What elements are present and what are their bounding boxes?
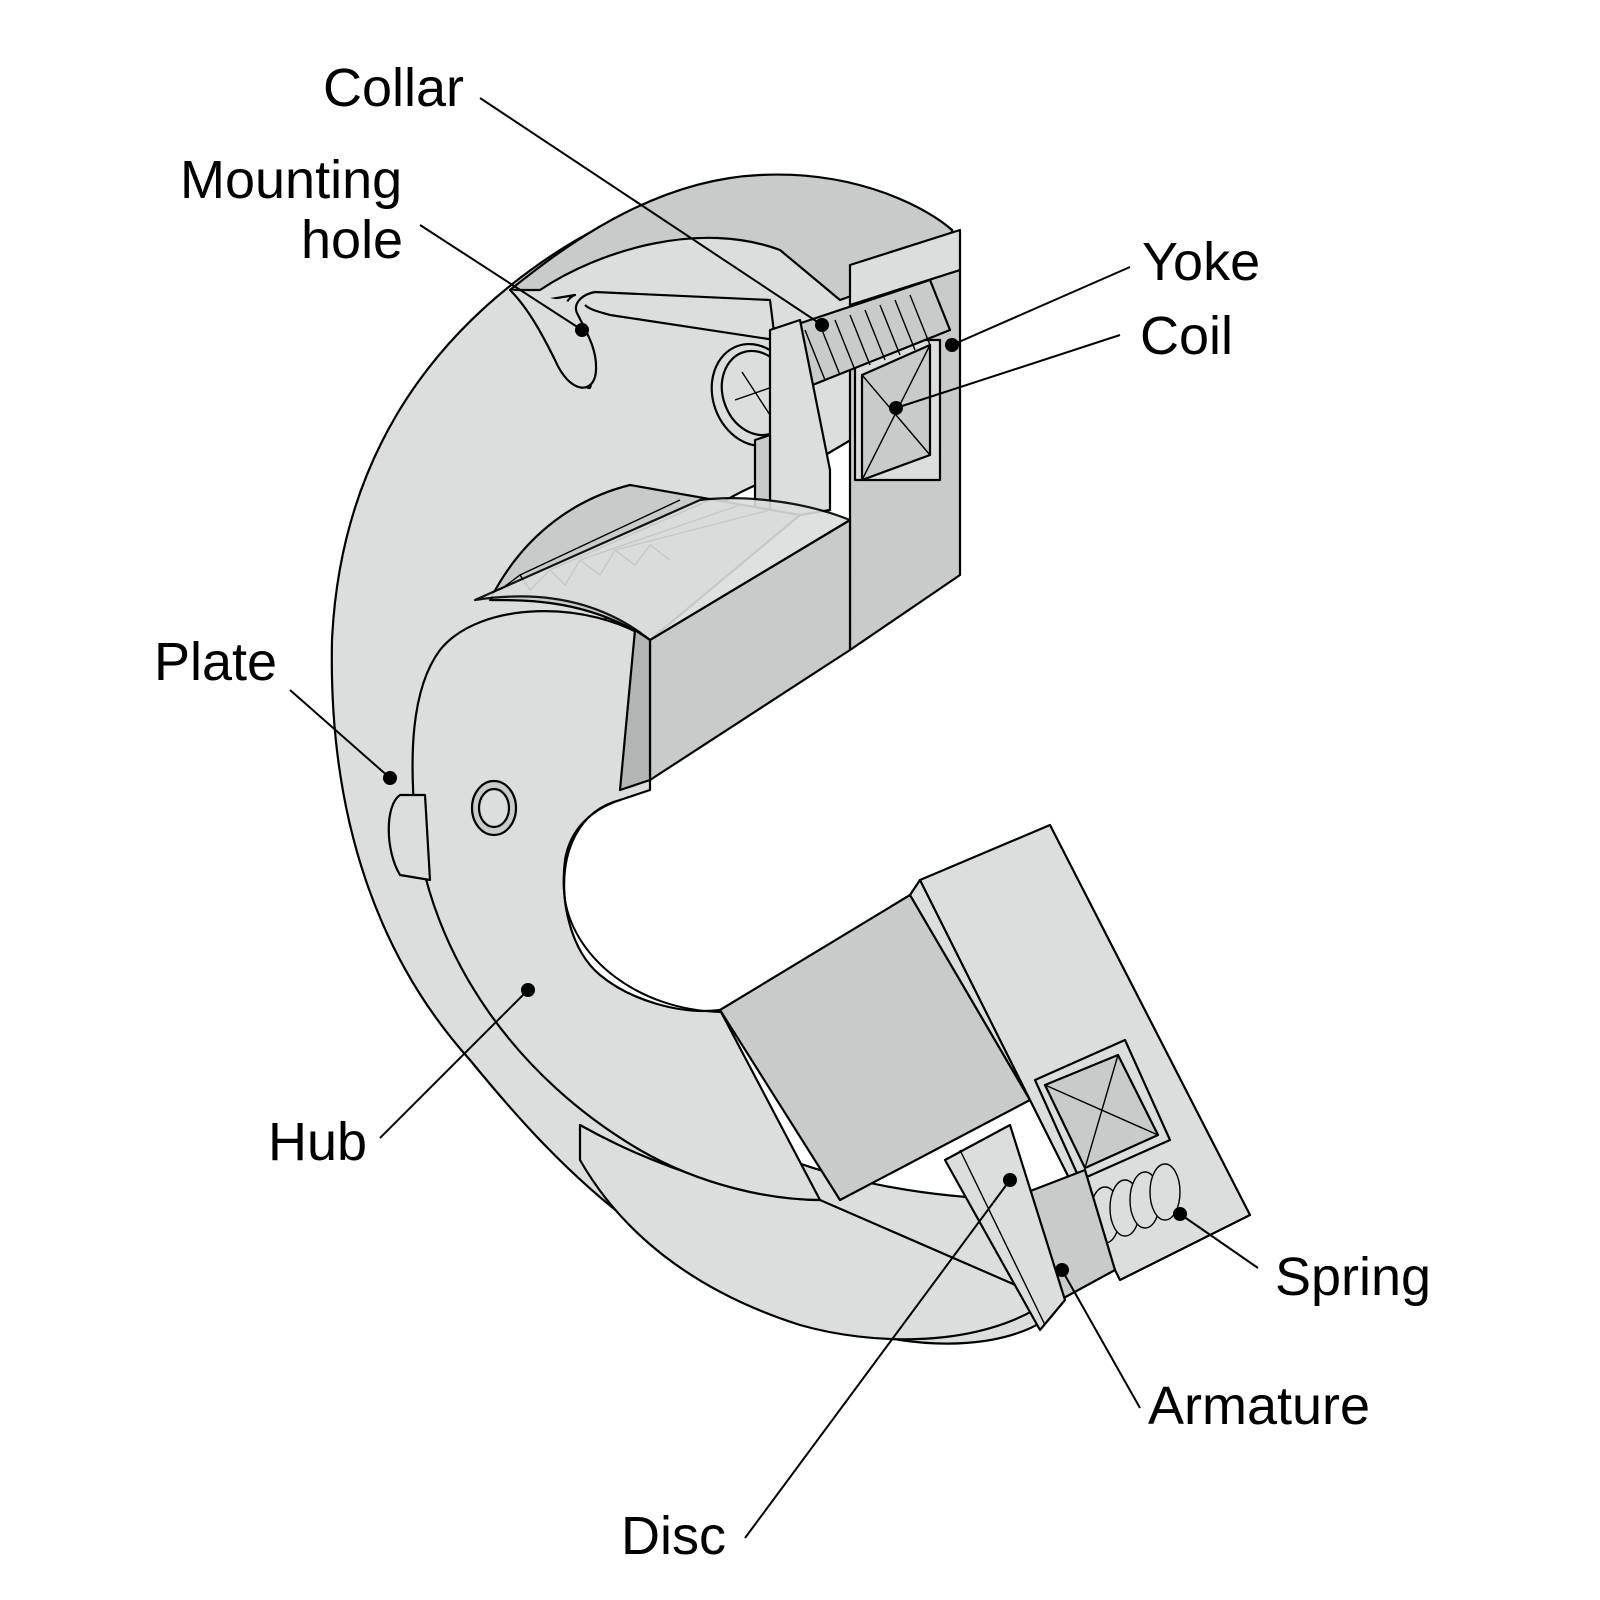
labels: Collar Mounting hole Yoke Coil Plate Hub… [154,58,1431,1566]
label-mounting-hole-line2: hole [301,210,403,270]
leader-coil [895,334,1121,409]
dot-mounting-hole [575,323,589,337]
lower-yoke-section [718,823,1252,1332]
mounting-hole-slot [509,289,777,389]
leader-spring [1179,1213,1259,1269]
leader-armature [1061,1269,1141,1409]
label-collar: Collar [323,58,464,118]
dot-spring [1173,1207,1187,1221]
label-disc: Disc [621,1506,726,1566]
dot-coil [889,401,903,415]
label-coil: Coil [1140,306,1233,366]
leader-disc [744,1179,1011,1539]
dot-plate [383,771,397,785]
leader-hub [379,989,529,1139]
label-hub: Hub [268,1112,367,1172]
hub-upper-block [473,497,852,792]
dot-armature [1055,1263,1069,1277]
leader-collar [479,97,823,326]
leader-plate [289,689,391,779]
label-spring: Spring [1275,1247,1431,1307]
dot-yoke [945,338,959,352]
label-armature: Armature [1148,1376,1370,1436]
leader-lines [289,97,1259,1539]
dot-collar [815,318,829,332]
leader-yoke [951,266,1131,346]
leader-mounting-hole [419,224,583,331]
collar-screw [710,278,952,527]
dot-hub [521,983,535,997]
dot-disc [1003,1173,1017,1187]
label-mounting-hole-line1: Mounting [180,150,402,210]
label-plate: Plate [154,632,277,692]
label-yoke: Yoke [1142,232,1260,292]
